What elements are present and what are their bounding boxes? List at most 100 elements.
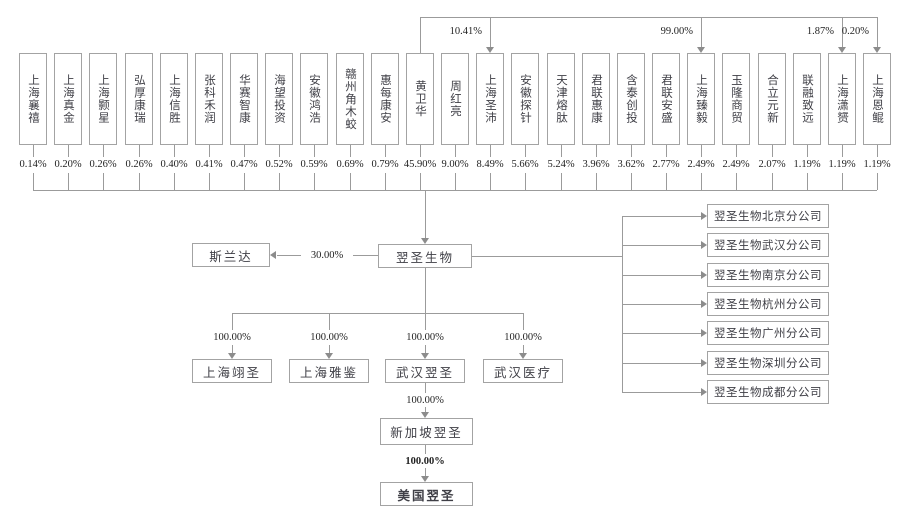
associate-ownership-percent: 30.00% <box>301 249 353 262</box>
arrow-down-icon <box>325 353 333 359</box>
arrow-right-icon <box>701 271 707 279</box>
shareholder-tick-line <box>807 145 808 157</box>
arrow-down-icon <box>873 47 881 53</box>
shareholder-tick-line <box>244 173 245 190</box>
arrow-down-icon <box>697 47 705 53</box>
shareholder-box: 君联安盛 <box>652 53 680 145</box>
shareholder-percent: 0.41% <box>195 159 223 170</box>
shareholder-tick-line <box>631 145 632 157</box>
arrow-left-icon <box>270 251 276 259</box>
shareholder-tick-line <box>490 145 491 157</box>
shareholder-box: 天津熔肽 <box>547 53 575 145</box>
shareholder-percent: 0.40% <box>160 159 188 170</box>
shareholder-percent: 2.49% <box>722 159 750 170</box>
shareholder-tick-line <box>103 145 104 157</box>
parent-company-box: 翌圣生物 <box>378 244 472 268</box>
arrow-right-icon <box>701 359 707 367</box>
shareholder-tick-line <box>807 173 808 190</box>
subsidiary-arrow-line <box>232 345 233 353</box>
shareholder-percent: 0.69% <box>336 159 364 170</box>
shareholder-box: 上海圣沛 <box>476 53 504 145</box>
arrow-down-icon <box>486 47 494 53</box>
subsidiary-tick-line <box>523 313 524 330</box>
us-ownership-percent: 100.00% <box>405 456 445 467</box>
shareholder-box: 上海恩鲲 <box>863 53 891 145</box>
shareholder-percent: 45.90% <box>403 159 437 170</box>
subsidiary-arrow-line <box>329 345 330 353</box>
arrow-down-icon <box>421 476 429 482</box>
shareholder-tick-line <box>842 145 843 157</box>
shareholder-box: 上海潇赟 <box>828 53 856 145</box>
shareholder-percent: 3.62% <box>617 159 645 170</box>
shareholder-tick-line <box>314 173 315 190</box>
shareholder-box: 上海信胜 <box>160 53 188 145</box>
shareholder-tick-line <box>279 145 280 157</box>
overseas-tick-line <box>425 383 426 393</box>
shareholder-box: 周红亮 <box>441 53 469 145</box>
shareholder-tick-line <box>385 173 386 190</box>
shareholder-percent: 2.77% <box>652 159 680 170</box>
crossholding-drop-line <box>490 17 491 48</box>
shareholder-box: 安徽探针 <box>511 53 539 145</box>
branch-line <box>622 245 701 246</box>
arrow-right-icon <box>701 241 707 249</box>
arrow-down-icon <box>838 47 846 53</box>
shareholder-box: 弘厚康瑞 <box>125 53 153 145</box>
shareholder-tick-line <box>736 173 737 190</box>
shareholder-tick-line <box>701 145 702 157</box>
shareholder-box: 君联惠康 <box>582 53 610 145</box>
overseas-tick-line <box>425 445 426 454</box>
shareholder-tick-line <box>877 145 878 157</box>
branch-line <box>622 216 701 217</box>
shareholder-tick-line <box>701 173 702 190</box>
branch-company-box: 翌圣生物武汉分公司 <box>707 233 829 257</box>
shareholder-percent: 0.79% <box>371 159 399 170</box>
shareholder-tick-line <box>455 173 456 190</box>
subsidiaries-drop-line <box>425 268 426 313</box>
subsidiary-box: 武汉翌圣 <box>385 359 465 383</box>
crossholding-percent: 1.87% <box>806 26 834 37</box>
shareholder-tick-line <box>314 145 315 157</box>
shareholder-tick-line <box>68 173 69 190</box>
shareholder-tick-line <box>420 173 421 190</box>
shareholder-tick-line <box>33 145 34 157</box>
singapore-ownership-percent: 100.00% <box>406 395 444 406</box>
shareholder-tick-line <box>842 173 843 190</box>
shareholder-percent: 0.20% <box>54 159 82 170</box>
shareholders-bus-line <box>33 190 877 191</box>
arrow-down-icon <box>421 412 429 418</box>
arrow-down-icon <box>519 353 527 359</box>
shareholder-box: 海望投资 <box>265 53 293 145</box>
shareholder-tick-line <box>209 145 210 157</box>
arrow-right-icon <box>701 388 707 396</box>
crossholding-percent: 0.20% <box>841 26 869 37</box>
shareholder-percent: 1.19% <box>793 159 821 170</box>
shareholder-percent: 5.66% <box>511 159 539 170</box>
shareholder-percent: 0.26% <box>89 159 117 170</box>
shareholder-tick-line <box>209 173 210 190</box>
arrow-down-icon <box>421 238 429 244</box>
crossholding-percent: 99.00% <box>660 26 693 37</box>
shareholder-tick-line <box>525 145 526 157</box>
subsidiary-percent: 100.00% <box>504 332 542 343</box>
shareholder-box: 合立元新 <box>758 53 786 145</box>
shareholder-tick-line <box>772 173 773 190</box>
shareholder-tick-line <box>736 145 737 157</box>
shareholder-tick-line <box>666 173 667 190</box>
shareholder-tick-line <box>631 173 632 190</box>
shareholder-percent: 0.52% <box>265 159 293 170</box>
subsidiary-tick-line <box>232 313 233 330</box>
shareholder-percent: 9.00% <box>441 159 469 170</box>
subsidiary-percent: 100.00% <box>310 332 348 343</box>
crossholding-drop-line <box>877 17 878 48</box>
shareholder-tick-line <box>174 173 175 190</box>
subsidiary-box: 上海雅鉴 <box>289 359 369 383</box>
shareholder-tick-line <box>596 145 597 157</box>
branch-company-box: 翌圣生物深圳分公司 <box>707 351 829 375</box>
shareholder-tick-line <box>490 173 491 190</box>
crossholding-percent: 10.41% <box>449 26 482 37</box>
parent-drop-line <box>425 190 426 238</box>
crossholding-source-line <box>420 17 421 53</box>
subsidiary-tick-line <box>329 313 330 330</box>
